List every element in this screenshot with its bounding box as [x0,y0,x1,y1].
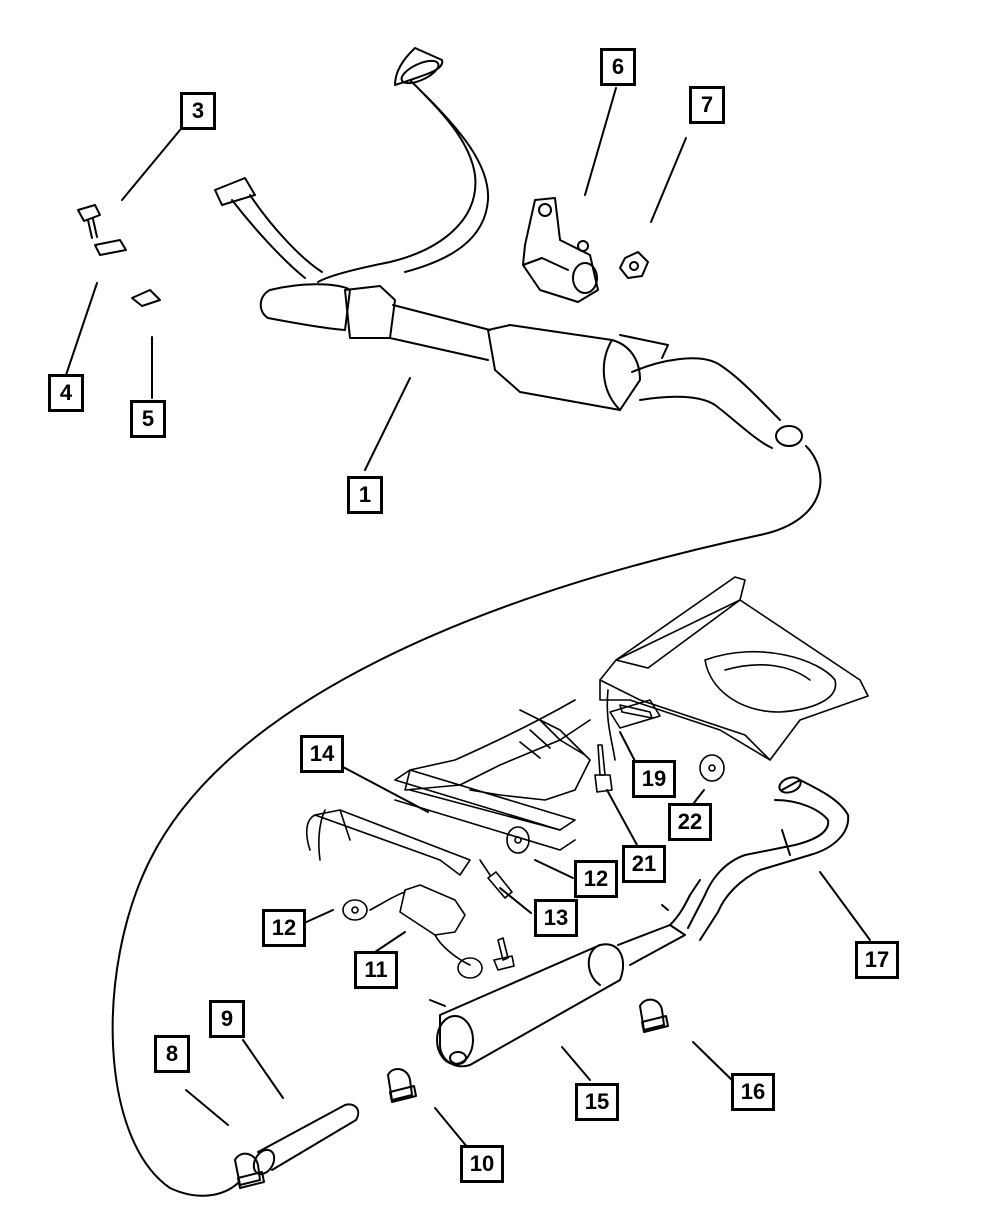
clamps [234,998,669,1189]
callout-12-right: 12 [574,860,618,898]
callout-4: 4 [48,374,84,412]
nut-7 [619,251,649,279]
callout-11: 11 [354,951,398,989]
leader-lines [65,87,871,1149]
front-pipe-converter [214,47,803,449]
callout-21: 21 [622,845,666,883]
callout-12-left: 12 [262,909,306,947]
extension-pipe-9 [252,1103,360,1176]
callout-13: 13 [534,899,578,937]
vehicle-frame [305,576,869,876]
bolt-clip-nut [77,204,161,307]
callout-1: 1 [347,476,383,514]
callout-3: 3 [180,92,216,130]
tailpipe-17 [687,776,850,941]
group-bracket-curve [111,445,822,1197]
callout-15: 15 [575,1083,619,1121]
callout-19: 19 [632,760,676,798]
callout-5: 5 [130,400,166,438]
callout-22: 22 [668,803,712,841]
muffler-15 [429,879,701,1068]
callout-6: 6 [600,48,636,86]
callout-10: 10 [460,1145,504,1183]
callout-8: 8 [154,1035,190,1073]
callout-14: 14 [300,735,344,773]
callout-9: 9 [209,1000,245,1038]
hanger-hardware [342,704,725,979]
callout-16: 16 [731,1073,775,1111]
callout-17: 17 [855,941,899,979]
callout-7: 7 [689,86,725,124]
bracket-6 [522,197,599,303]
